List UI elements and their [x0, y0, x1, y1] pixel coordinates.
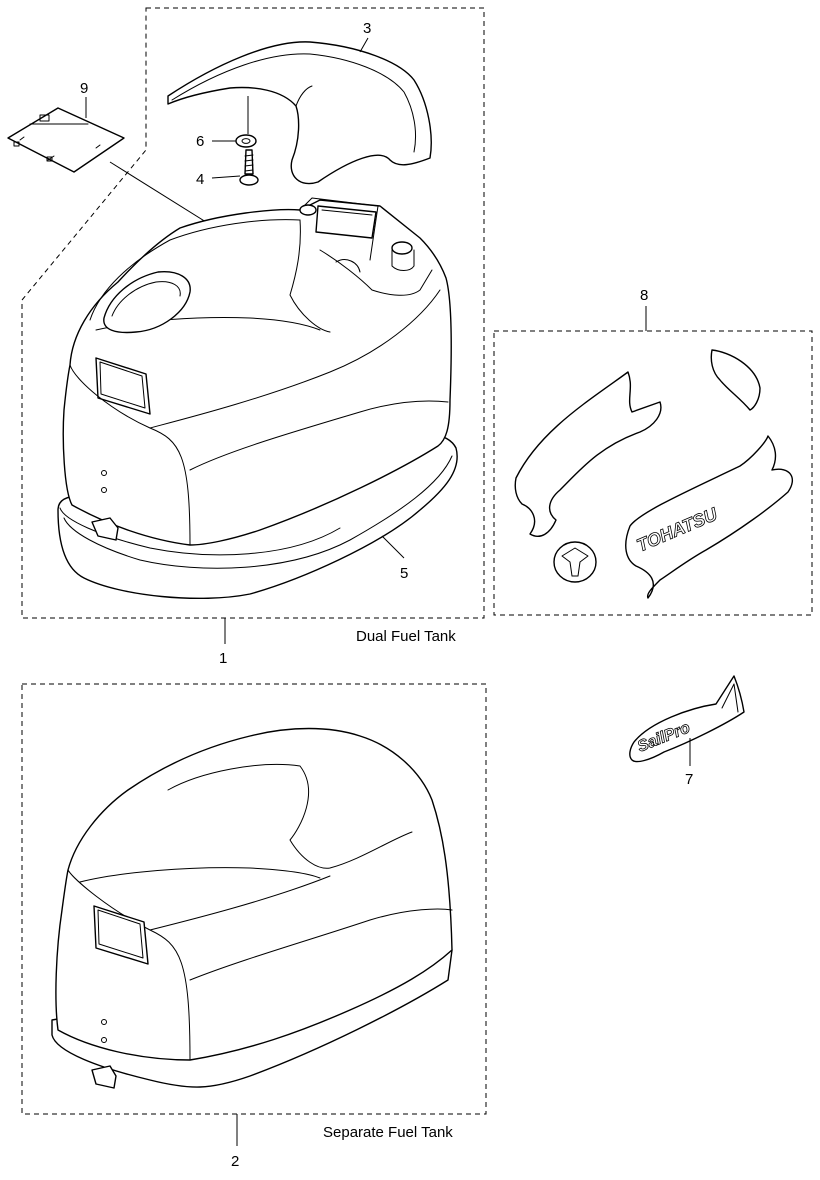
callout-8: 8: [640, 287, 648, 304]
part-4-leader: [211, 175, 241, 179]
callout-6: 6: [196, 133, 204, 150]
part-1-engine-cover: [57, 197, 458, 600]
caption-separate-fuel-tank: Separate Fuel Tank: [323, 1124, 453, 1141]
part-7-sailpro-decal: SailPro: [629, 675, 745, 763]
callout-1: 1: [219, 650, 227, 667]
callout-3: 3: [363, 20, 371, 37]
part-3-top-cover: [167, 41, 432, 185]
part-8-emblem-decal: [553, 541, 597, 583]
part-4-screw: [239, 149, 259, 186]
part-8-brand-decal: TOHATSU: [625, 435, 793, 599]
part-2-engine-cover: [51, 727, 453, 1089]
part-8-corner-decal: [710, 349, 761, 411]
callout-9: 9: [80, 80, 88, 97]
caption-dual-fuel-tank: Dual Fuel Tank: [356, 628, 456, 645]
callout-7: 7: [685, 771, 693, 788]
callout-2: 2: [231, 1153, 239, 1170]
dual-tank-group-boundary: [21, 7, 485, 619]
part-5-leader: [381, 535, 405, 559]
callout-5: 5: [400, 565, 408, 582]
decal-set-boundary: [493, 330, 813, 616]
part-9-label-plate: [7, 107, 125, 173]
separate-tank-group-boundary: [21, 683, 487, 1115]
callout-4: 4: [196, 171, 204, 188]
part-6-washer: [235, 134, 257, 148]
part-8-stripe-decal: [514, 371, 662, 538]
part-3-leader: [359, 37, 369, 53]
